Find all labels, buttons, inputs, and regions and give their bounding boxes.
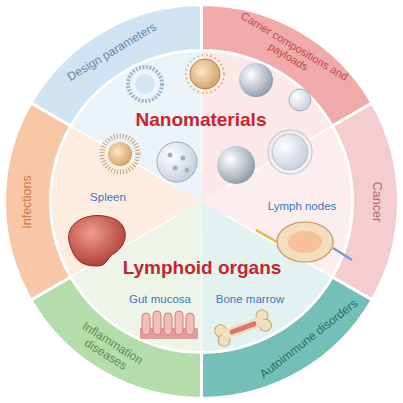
separator-line	[201, 230, 203, 353]
pore	[181, 156, 186, 161]
coated-particle	[268, 130, 312, 174]
segment-label: Cancer	[369, 142, 383, 262]
inner-tints	[50, 50, 352, 352]
section-title: Nanomaterials	[91, 110, 311, 131]
organ-label: Bone marrow	[205, 293, 295, 305]
organ-label: Spleen	[63, 191, 153, 203]
coating-ring	[268, 130, 312, 174]
liposome-particle	[128, 67, 162, 101]
porous-particle	[157, 142, 197, 182]
segment-fill	[52, 52, 351, 201]
lymph-node-capsule	[277, 222, 333, 262]
gut-villi	[140, 311, 198, 339]
lymph-node-cortex	[288, 231, 322, 253]
pore	[185, 168, 190, 173]
villus	[142, 313, 150, 335]
porous-sphere	[157, 142, 197, 182]
villus	[164, 313, 172, 335]
small-particle	[289, 89, 311, 111]
dendrimer-core	[190, 59, 220, 89]
coated-sphere	[272, 134, 308, 170]
micelle-core	[108, 142, 132, 166]
segment-fill	[52, 202, 351, 351]
segment-label: Infections	[21, 142, 35, 262]
villus	[153, 311, 161, 335]
polymer-particle	[217, 146, 255, 184]
liposome-core	[135, 74, 155, 94]
organ-label: Lymph nodes	[257, 200, 347, 212]
villus	[175, 311, 183, 335]
organ-label: Gut mucosa	[115, 293, 205, 305]
silica-particle	[239, 63, 273, 97]
section-title: Lymphoid organs	[92, 258, 312, 279]
villus	[186, 313, 194, 335]
pore	[168, 153, 173, 158]
pore	[173, 166, 178, 171]
liposome-shell	[128, 67, 162, 101]
